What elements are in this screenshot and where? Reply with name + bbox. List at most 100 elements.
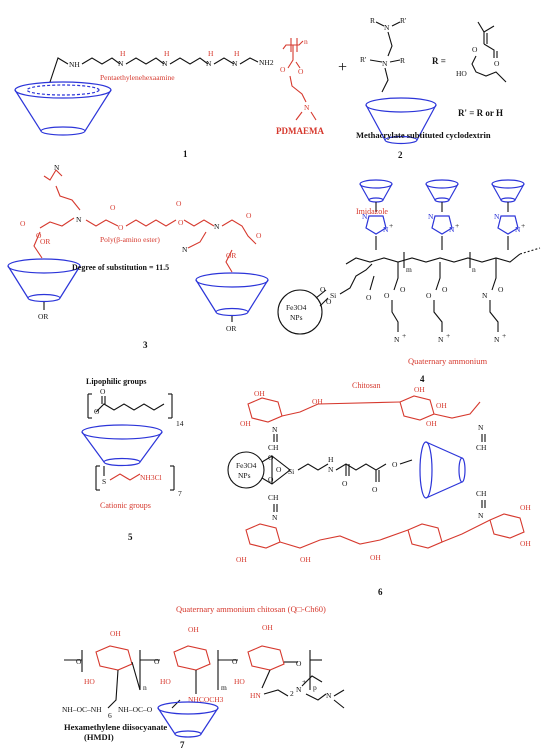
svg-text:Poly(β-amino ester): Poly(β-amino ester)	[100, 235, 160, 244]
svg-text:N: N	[515, 225, 521, 234]
svg-text:+: +	[455, 221, 459, 230]
cyclodextrin-cone-6	[419, 441, 466, 499]
cyclodextrin-cone-2	[365, 97, 437, 145]
svg-text:+: +	[402, 331, 406, 340]
svg-text:O: O	[268, 453, 274, 462]
cyclodextrin-cone-5	[81, 424, 163, 467]
svg-text:O: O	[320, 285, 326, 294]
svg-text:CH: CH	[268, 443, 279, 452]
svg-text:H: H	[328, 455, 334, 464]
svg-text:m: m	[406, 265, 412, 274]
svg-text:Fe3O4: Fe3O4	[236, 461, 257, 470]
svg-text:N: N	[206, 59, 212, 68]
svg-text:R: R	[400, 56, 405, 65]
svg-text:n: n	[143, 683, 147, 692]
compound-2: R N R' R' N R R = O O HO R' = R or H Met…	[356, 16, 507, 160]
svg-text:NPs: NPs	[238, 471, 251, 480]
svg-text:+: +	[302, 677, 306, 686]
svg-text:Si: Si	[288, 467, 294, 476]
pdmaema-o1: O	[298, 67, 304, 76]
c1-atom-h3: H	[208, 49, 214, 58]
svg-text:2: 2	[290, 689, 294, 698]
svg-text:N: N	[362, 212, 368, 221]
svg-text:N: N	[438, 335, 444, 344]
svg-text:CH: CH	[476, 489, 487, 498]
svg-text:OH: OH	[262, 623, 273, 632]
svg-text:OR: OR	[226, 251, 236, 260]
svg-text:O: O	[256, 231, 262, 240]
svg-text:Fe3O4: Fe3O4	[286, 303, 307, 312]
svg-text:N: N	[272, 425, 278, 434]
cyclodextrin-cone-3a	[7, 258, 81, 303]
svg-text:O: O	[100, 387, 106, 396]
pdmaema-n: n	[304, 37, 308, 46]
svg-text:NH–OC–NH: NH–OC–NH	[62, 705, 102, 714]
svg-text:OH: OH	[414, 385, 425, 394]
cyclodextrin-cone-4a	[359, 179, 393, 203]
svg-text:N: N	[494, 335, 500, 344]
compound-7: Quaternary ammonium chitosan (Q□-Ch60) O…	[62, 604, 345, 750]
svg-text:OH: OH	[240, 419, 251, 428]
svg-text:NH3Cl: NH3Cl	[140, 473, 162, 482]
svg-text:O: O	[268, 475, 274, 484]
svg-text:N: N	[326, 691, 332, 700]
svg-text:R' = R or H: R' = R or H	[458, 108, 503, 118]
compound-5: Lipophilic groups O 14 O S NH3Cl 7 Catio…	[81, 377, 184, 542]
svg-text:O: O	[366, 293, 372, 302]
cyclodextrin-cone-7	[157, 701, 219, 738]
pdmaema-label: PDMAEMA	[276, 126, 324, 136]
svg-text:R =: R =	[432, 56, 446, 66]
svg-text:CH: CH	[476, 443, 487, 452]
svg-text:OH: OH	[110, 629, 121, 638]
cyclodextrin-cone-4b	[425, 179, 459, 203]
c1-atom-nh: NH	[69, 60, 80, 69]
svg-text:N: N	[54, 163, 60, 172]
svg-text:O: O	[20, 219, 26, 228]
svg-text:OH: OH	[188, 625, 199, 634]
svg-text:CH: CH	[268, 493, 279, 502]
c1-atom-h1: H	[120, 49, 126, 58]
c1-atom-h4: H	[234, 49, 240, 58]
svg-text:+: +	[521, 221, 525, 230]
svg-text:Quaternary ammonium chitosan (: Quaternary ammonium chitosan (Q□-Ch60)	[176, 604, 326, 614]
svg-text:3: 3	[143, 340, 148, 350]
svg-text:2: 2	[398, 150, 403, 160]
svg-text:p: p	[313, 683, 317, 692]
svg-text:O: O	[384, 291, 390, 300]
svg-text:6: 6	[108, 711, 112, 720]
svg-text:OH: OH	[520, 503, 531, 512]
svg-text:N: N	[384, 23, 390, 32]
c1-atom-nh2: NH2	[259, 58, 274, 67]
svg-text:N: N	[118, 59, 124, 68]
svg-text:O: O	[342, 479, 348, 488]
svg-text:+: +	[389, 221, 393, 230]
svg-text:4: 4	[420, 374, 425, 384]
svg-text:R': R'	[360, 55, 367, 64]
svg-text:O: O	[494, 59, 500, 68]
svg-text:N: N	[76, 215, 82, 224]
svg-text:O: O	[442, 285, 448, 294]
svg-text:m: m	[221, 683, 227, 692]
svg-text:Si: Si	[330, 291, 336, 300]
svg-text:Methacrylate subtituted cyclod: Methacrylate subtituted cyclodextrin	[356, 130, 491, 140]
svg-text:OH: OH	[426, 419, 437, 428]
svg-text:N: N	[232, 59, 238, 68]
svg-text:OH: OH	[254, 389, 265, 398]
cyclodextrin-cone-3b	[195, 272, 269, 317]
pdmaema-n-atom: N	[304, 103, 310, 112]
svg-text:N: N	[482, 291, 488, 300]
svg-text:6: 6	[378, 587, 383, 597]
svg-text:O: O	[118, 223, 124, 232]
pdmaema-o2: O	[280, 65, 286, 74]
svg-text:Chitosan: Chitosan	[352, 381, 380, 390]
compound-6: Chitosan OH OH OH OH OH OH N CH N CH Fe3…	[227, 381, 531, 597]
fe3o4-nanoparticle-6	[227, 451, 265, 489]
svg-text:NPs: NPs	[290, 313, 303, 322]
svg-text:+: +	[502, 331, 506, 340]
svg-text:O: O	[392, 460, 398, 469]
cyclodextrin-cone-4c	[491, 179, 525, 203]
svg-text:7: 7	[178, 489, 182, 498]
svg-text:OR: OR	[226, 324, 236, 333]
svg-text:O: O	[472, 45, 478, 54]
